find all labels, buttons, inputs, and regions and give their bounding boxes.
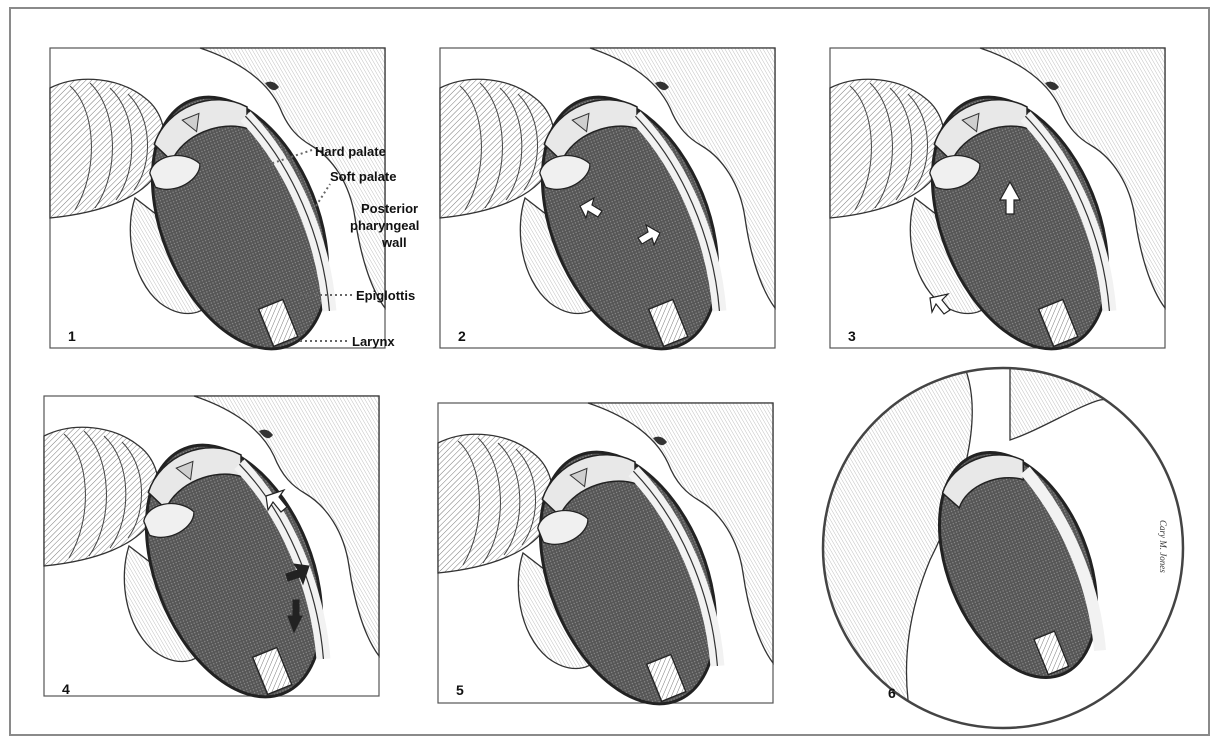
label-posterior: Posterior <box>361 201 418 216</box>
panel-5: 5 <box>438 403 773 730</box>
panel-number-2: 2 <box>458 328 466 344</box>
panel-number-5: 5 <box>456 682 464 698</box>
panel-4: 4 <box>44 396 379 723</box>
panel-6: Cary M. Jones 6 <box>820 368 1190 738</box>
panel-number-1: 1 <box>68 328 76 344</box>
label-soft-palate: Soft palate <box>330 169 396 184</box>
label-epiglottis: Epiglottis <box>356 288 415 303</box>
panel-number-6: 6 <box>888 685 896 701</box>
artist-signature: Cary M. Jones <box>1158 520 1168 573</box>
panel-number-4: 4 <box>62 681 70 697</box>
label-wall: wall <box>381 235 407 250</box>
label-hard-palate: Hard palate <box>315 144 386 159</box>
panel-3: 3 <box>830 48 1165 375</box>
label-pharyngeal: pharyngeal <box>350 218 419 233</box>
panel-number-3: 3 <box>848 328 856 344</box>
label-larynx: Larynx <box>352 334 395 349</box>
panel-1: 1 <box>50 48 385 375</box>
panel-2: 2 <box>440 48 775 375</box>
